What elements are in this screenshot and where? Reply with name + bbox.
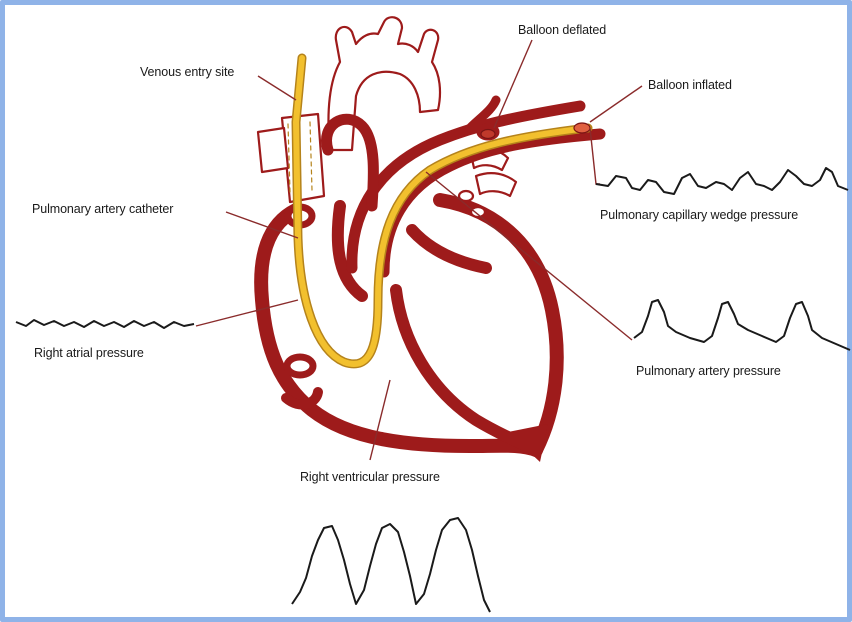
ivc-opening: [287, 357, 313, 375]
label-right-ventricular-pressure: Right ventricular pressure: [300, 470, 440, 484]
leader-right-ventricular: [370, 380, 390, 460]
label-balloon-inflated: Balloon inflated: [648, 78, 732, 92]
pulmonary-vein-opening-1: [459, 191, 473, 201]
balloon-deflated-marker: [481, 130, 495, 139]
left-atrium-wall: [412, 230, 486, 268]
pcwp-waveform: [596, 168, 848, 194]
aorta-outline: [328, 17, 440, 150]
label-right-atrial-pressure: Right atrial pressure: [34, 346, 144, 360]
pulmonary-vein-opening-2: [471, 207, 485, 217]
balloon-inflated-marker: [574, 123, 590, 133]
waveforms: [16, 168, 850, 612]
svc-left-stub: [258, 128, 288, 172]
pa-pressure-waveform: [634, 300, 850, 350]
label-balloon-deflated: Balloon deflated: [518, 23, 606, 37]
leader-right-atrial: [196, 300, 298, 326]
label-pcwp: Pulmonary capillary wedge pressure: [600, 208, 798, 222]
interventricular-septum: [396, 290, 532, 448]
right-ventricular-waveform: [292, 518, 490, 612]
label-venous-entry-site: Venous entry site: [140, 65, 234, 79]
pulmonary-vein-right: [476, 173, 516, 196]
label-pulmonary-artery-catheter: Pulmonary artery catheter: [32, 202, 173, 216]
leader-venous-entry: [258, 76, 296, 100]
right-atrial-waveform: [16, 320, 194, 328]
label-pulmonary-artery-pressure: Pulmonary artery pressure: [636, 364, 781, 378]
leader-balloon-inflated: [590, 86, 642, 122]
